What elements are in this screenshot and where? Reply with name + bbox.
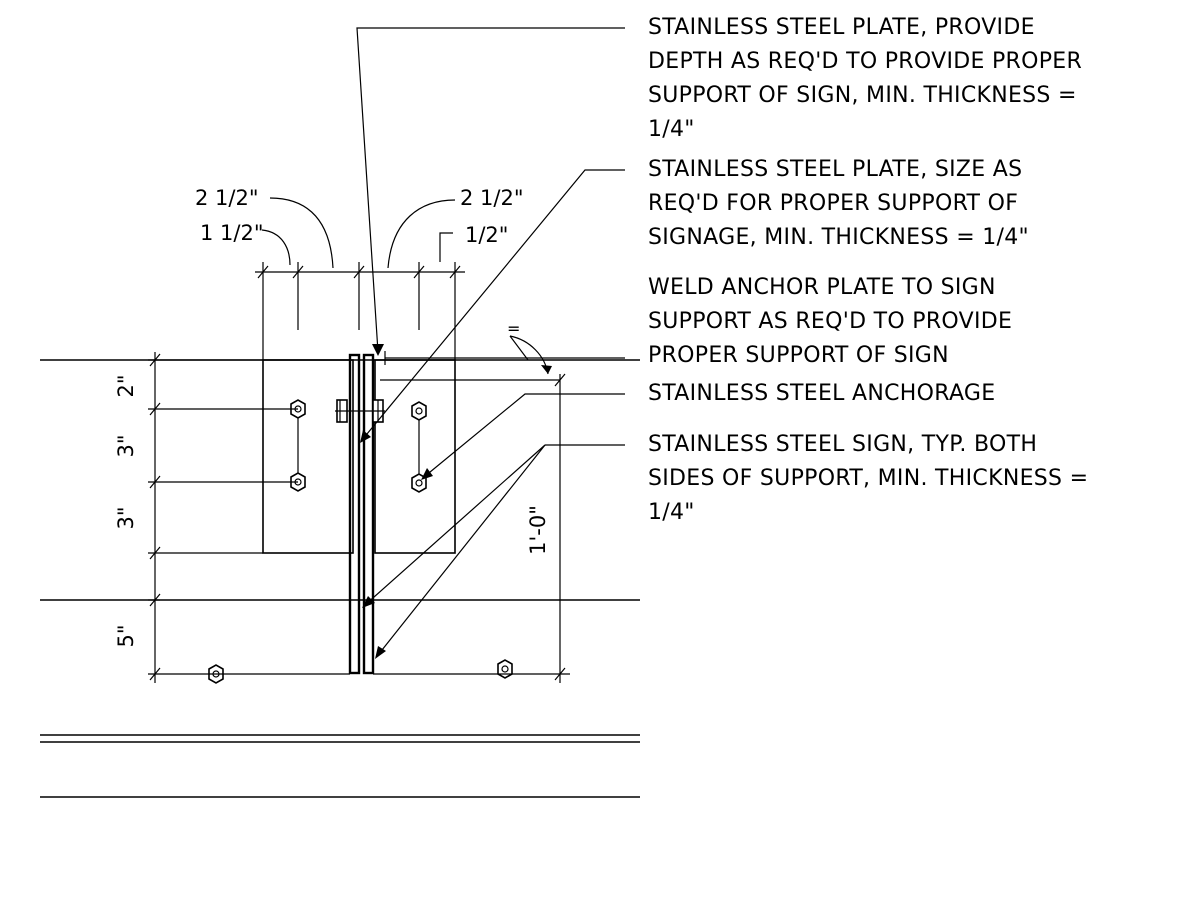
note-sign: STAINLESS STEEL SIGN, TYP. BOTH SIDES OF… [648,432,1088,525]
note-1-line-4: 1/4" [648,117,695,142]
dim-top-right-inner: 1/2" [465,223,508,247]
leader-note-2 [360,169,625,443]
top-dimension-chain [255,197,465,360]
anchor-bolt-left-top [290,399,306,481]
dim-left-5in: 5" [114,624,138,647]
weld-symbol-text: = [507,319,520,338]
weld-symbol [509,335,552,375]
base-anchor-right [497,659,513,679]
note-5-line-1: STAINLESS STEEL SIGN, TYP. BOTH [648,432,1037,457]
note-3-line-2: SUPPORT AS REQ'D TO PROVIDE [648,309,1012,334]
left-dimension-chain [148,352,350,683]
dim-top-left-outer: 2 1/2" [195,186,259,210]
left-anchor-plate [262,359,354,554]
right-dimension [373,373,570,683]
note-anchorage: STAINLESS STEEL ANCHORAGE [648,381,995,406]
note-2-line-1: STAINLESS STEEL PLATE, SIZE AS [648,157,1022,182]
through-bolt [335,399,385,423]
note-plate-size: STAINLESS STEEL PLATE, SIZE AS REQ'D FOR… [648,157,1029,250]
note-3-line-1: WELD ANCHOR PLATE TO SIGN [648,275,996,300]
note-2-line-2: REQ'D FOR PROPER SUPPORT OF [648,191,1018,216]
leader-note-5 [362,444,625,659]
sign-support-plate-right [362,353,375,675]
note-plate-depth: STAINLESS STEEL PLATE, PROVIDE DEPTH AS … [648,15,1082,142]
note-1-line-2: DEPTH AS REQ'D TO PROVIDE PROPER [648,49,1082,74]
note-4-line-1: STAINLESS STEEL ANCHORAGE [648,381,995,406]
leader-note-4 [421,393,625,480]
note-2-line-3: SIGNAGE, MIN. THICKNESS = 1/4" [648,225,1029,250]
leader-note-3 [384,351,625,365]
note-weld: WELD ANCHOR PLATE TO SIGN SUPPORT AS REQ… [648,275,1012,368]
dim-left-3in-lower: 3" [114,506,138,529]
dim-left-2in: 2" [114,374,138,397]
note-3-line-3: PROPER SUPPORT OF SIGN [648,343,949,368]
note-1-line-1: STAINLESS STEEL PLATE, PROVIDE [648,15,1035,40]
dim-right-height: 1'-0" [526,505,550,555]
anchor-bolt-right-top [411,401,427,483]
dim-top-left-inner: 1 1/2" [200,221,264,245]
leader-note-1 [356,27,625,356]
note-5-line-3: 1/4" [648,500,695,525]
note-5-line-2: SIDES OF SUPPORT, MIN. THICKNESS = [648,466,1088,491]
right-anchor-plate [374,359,456,554]
sign-support-plate-left [348,353,361,675]
note-1-line-3: SUPPORT OF SIGN, MIN. THICKNESS = [648,83,1077,108]
dim-left-3in-upper: 3" [114,434,138,457]
dim-top-right-outer: 2 1/2" [460,186,524,210]
